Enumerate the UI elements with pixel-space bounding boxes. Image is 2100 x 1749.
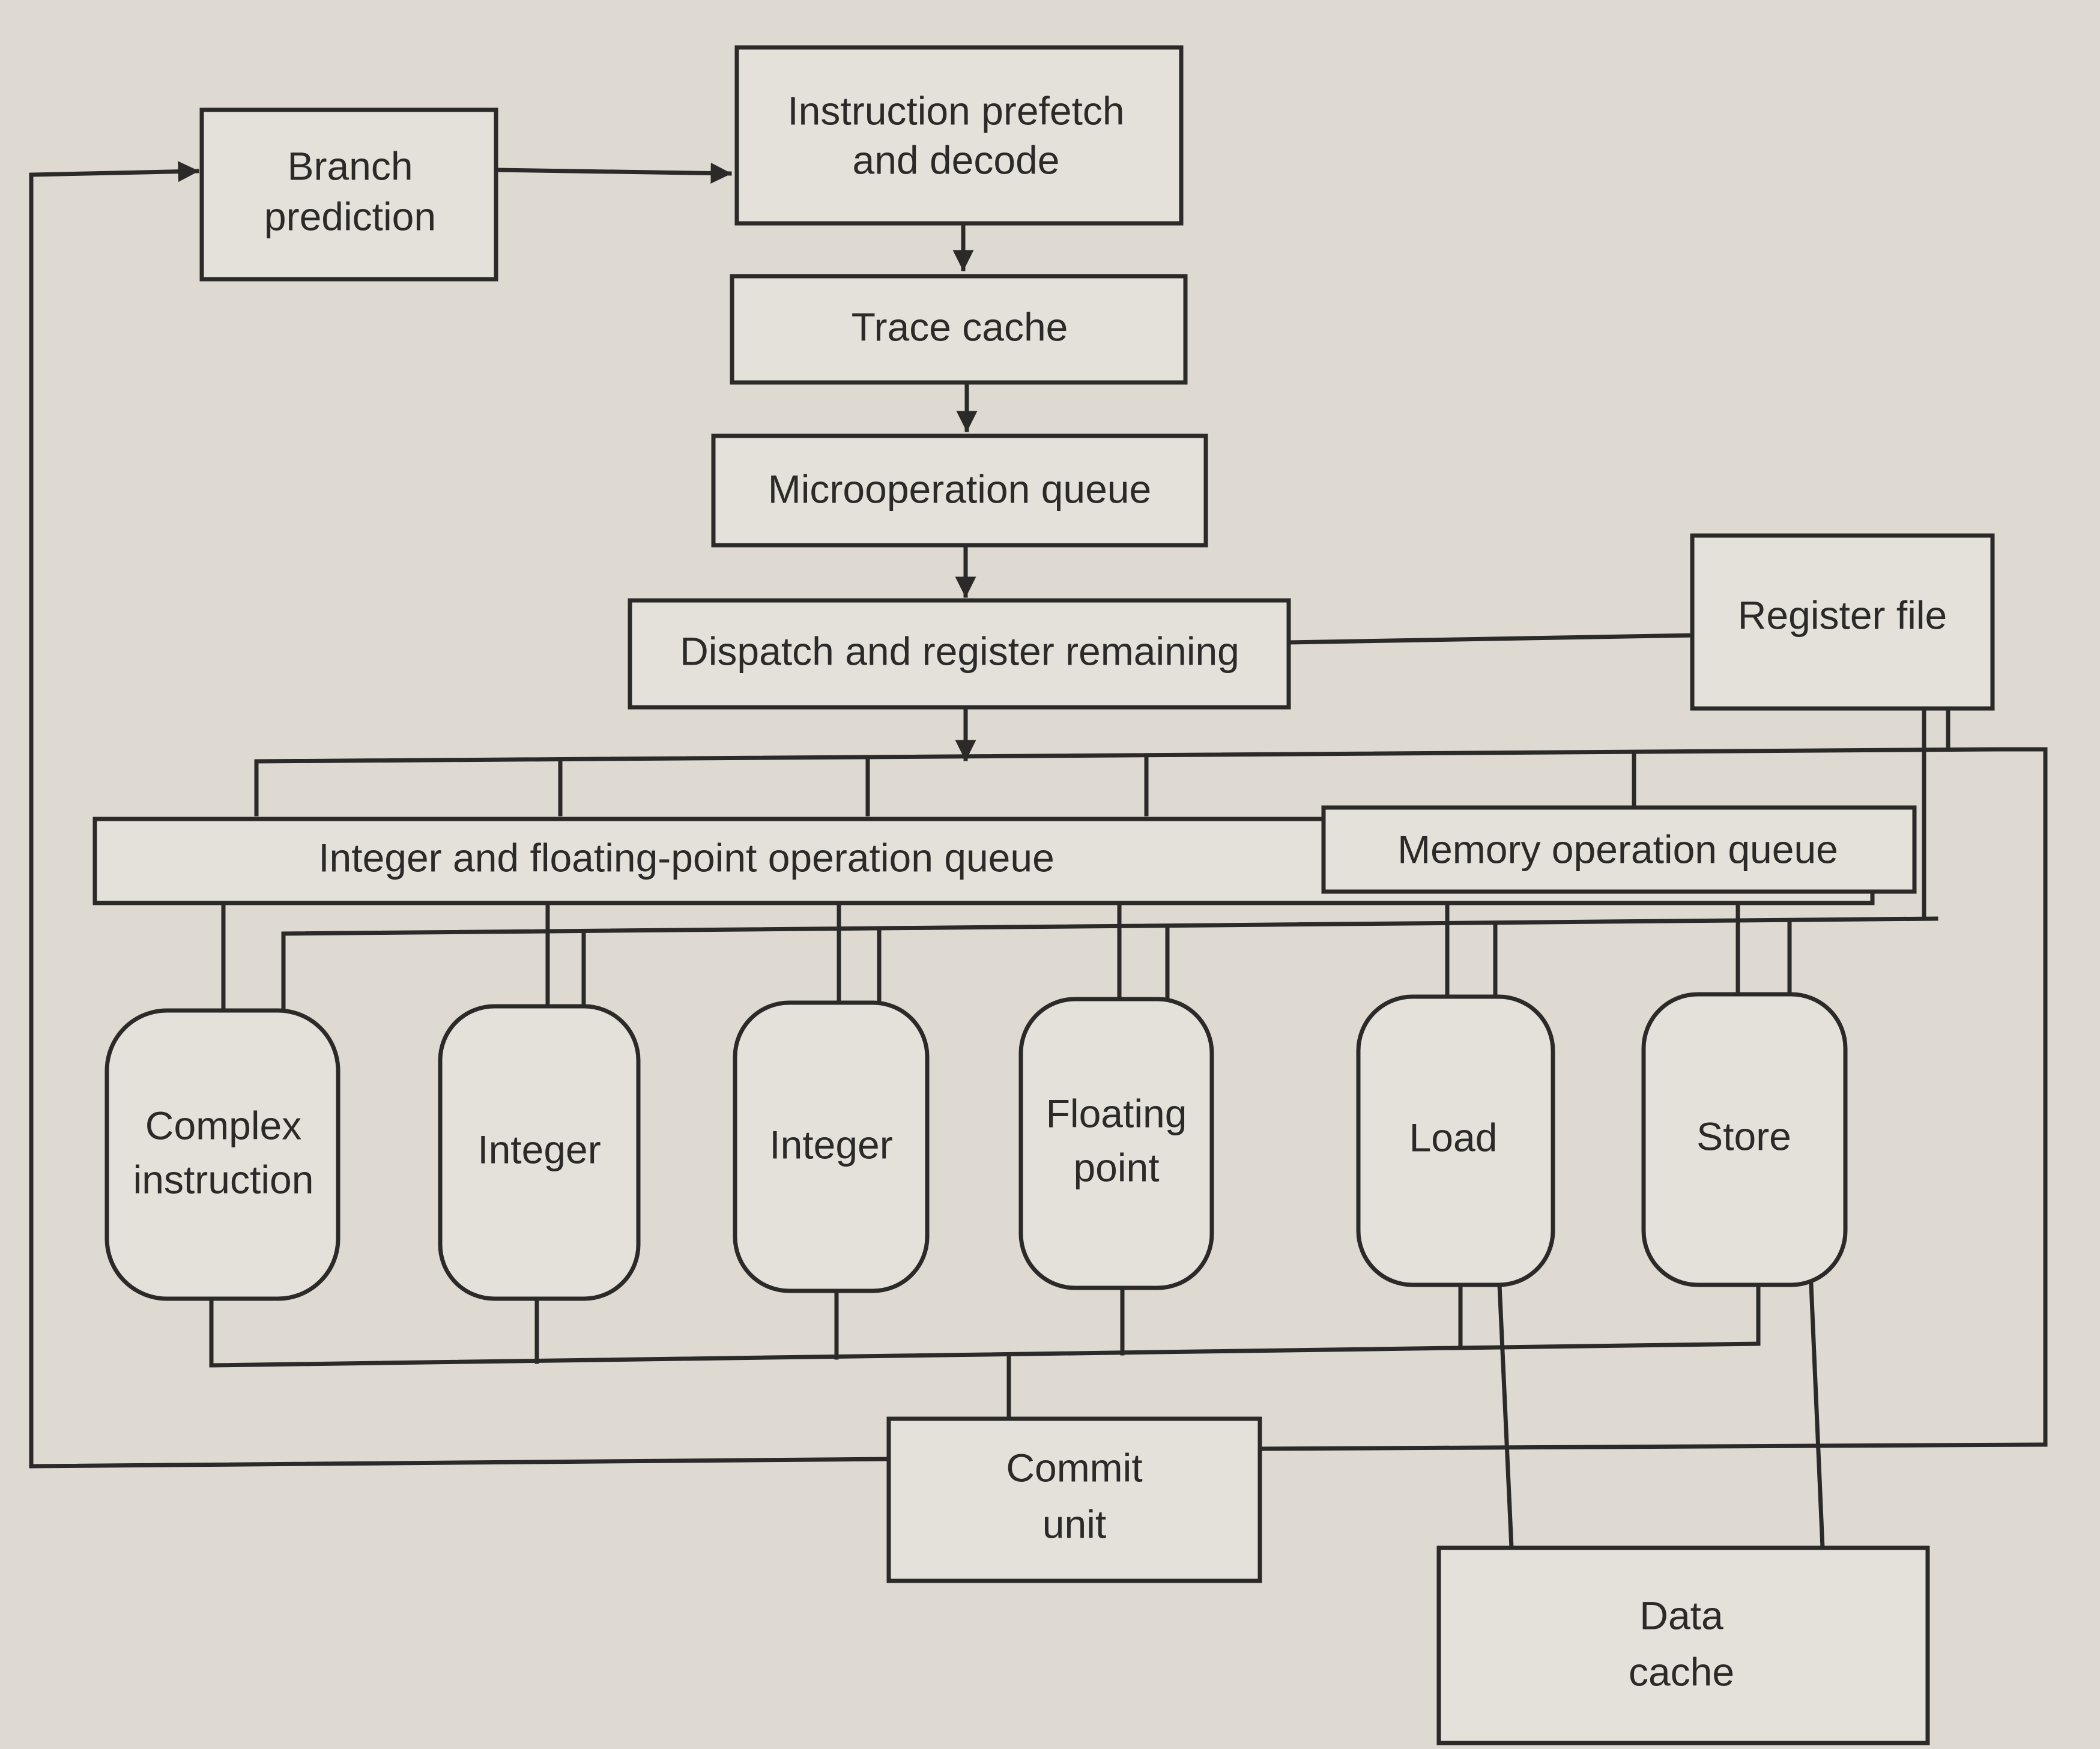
uop-queue-label: Microoperation queue [768, 467, 1151, 511]
connectors [29, 161, 2048, 1550]
line-dispatch-to-regfile [1286, 633, 1698, 645]
unit-integer-2-label: Integer [769, 1122, 892, 1167]
unit-fp-label-1: Floating [1046, 1091, 1187, 1135]
result-bus [209, 1284, 1761, 1368]
microoperation-queue-box: Microoperation queue [711, 433, 1208, 548]
unit-complex-label-1: Complex [145, 1103, 301, 1147]
prefetch-label-1: Instruction prefetch [787, 88, 1124, 133]
register-file-box: Register file [1690, 533, 1995, 711]
unit-complex-label-2: instruction [133, 1157, 314, 1201]
unit-load-label: Load [1409, 1115, 1498, 1159]
data-cache-box: Data cache [1436, 1545, 1930, 1745]
memory-queue-label: Memory operation queue [1397, 827, 1838, 871]
unit-integer-1: Integer [438, 1004, 641, 1301]
trace-cache-label: Trace cache [852, 304, 1068, 349]
commit-feedback-loop [29, 161, 891, 1469]
unit-store-label: Store [1696, 1114, 1791, 1158]
commit-unit-box: Commit unit [886, 1416, 1262, 1583]
unit-floating-point: Floating point [1018, 997, 1214, 1290]
unit-integer-1-label: Integer [477, 1127, 601, 1171]
store-to-dcache [1809, 1282, 1825, 1550]
memory-queue-box: Memory operation queue [1321, 805, 1917, 894]
branch-prediction-label-2: prediction [264, 194, 436, 238]
unit-integer-2: Integer [733, 1000, 930, 1293]
data-cache-label-2: cache [1629, 1649, 1734, 1694]
trace-cache-box: Trace cache [730, 274, 1188, 385]
unit-fp-label-2: point [1073, 1145, 1159, 1189]
load-to-dcache [1497, 1282, 1514, 1550]
dispatch-label: Dispatch and register remaining [680, 629, 1239, 673]
operand-bus [281, 916, 1938, 1013]
unit-store: Store [1641, 992, 1848, 1287]
dispatch-box: Dispatch and register remaining [628, 598, 1291, 710]
register-file-label: Register file [1738, 593, 1947, 637]
prefetch-decode-box: Instruction prefetch and decode [734, 45, 1184, 226]
commit-label-2: unit [1042, 1502, 1106, 1546]
int-fp-queue-label: Integer and floating-point operation que… [318, 835, 1055, 880]
data-cache-label-1: Data [1639, 1593, 1723, 1637]
dispatch-bus [254, 747, 2048, 1447]
unit-complex-instruction: Complex instruction [104, 1008, 340, 1301]
branch-prediction-label-1: Branch [287, 143, 413, 188]
branch-prediction-box: Branch prediction [199, 107, 498, 282]
commit-right-link [1257, 1442, 2048, 1451]
commit-label-1: Commit [1006, 1445, 1142, 1490]
arrow-branch-to-prefetch [494, 163, 732, 184]
unit-load: Load [1356, 994, 1555, 1287]
prefetch-label-2: and decode [853, 137, 1060, 182]
